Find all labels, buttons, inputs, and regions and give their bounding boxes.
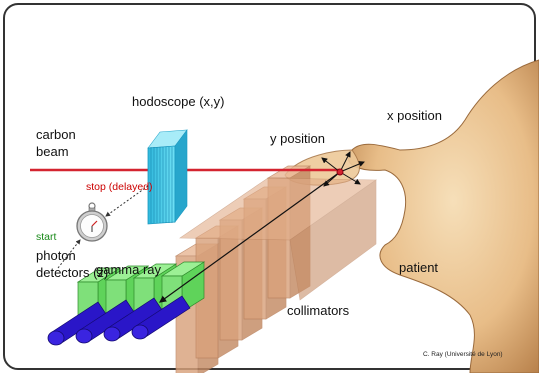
hodoscope-label: hodoscope (x,y) (132, 94, 225, 109)
photon-label: photon (36, 248, 76, 263)
carbon-label: carbon (36, 127, 76, 142)
stop-delayed-label: stop (delayed) (86, 180, 153, 195)
collimators-label: collimators (287, 303, 349, 318)
credit-label: C. Ray (Université de Lyon) (423, 347, 503, 362)
beam-label: beam (36, 144, 69, 159)
patient-label: patient (399, 260, 438, 275)
start-label: start (36, 230, 56, 245)
hodoscope (148, 130, 187, 224)
y-position-label: y position (270, 131, 325, 146)
gamma-ray-label: gamma ray (96, 262, 161, 277)
x-position-label: x position (387, 108, 442, 123)
